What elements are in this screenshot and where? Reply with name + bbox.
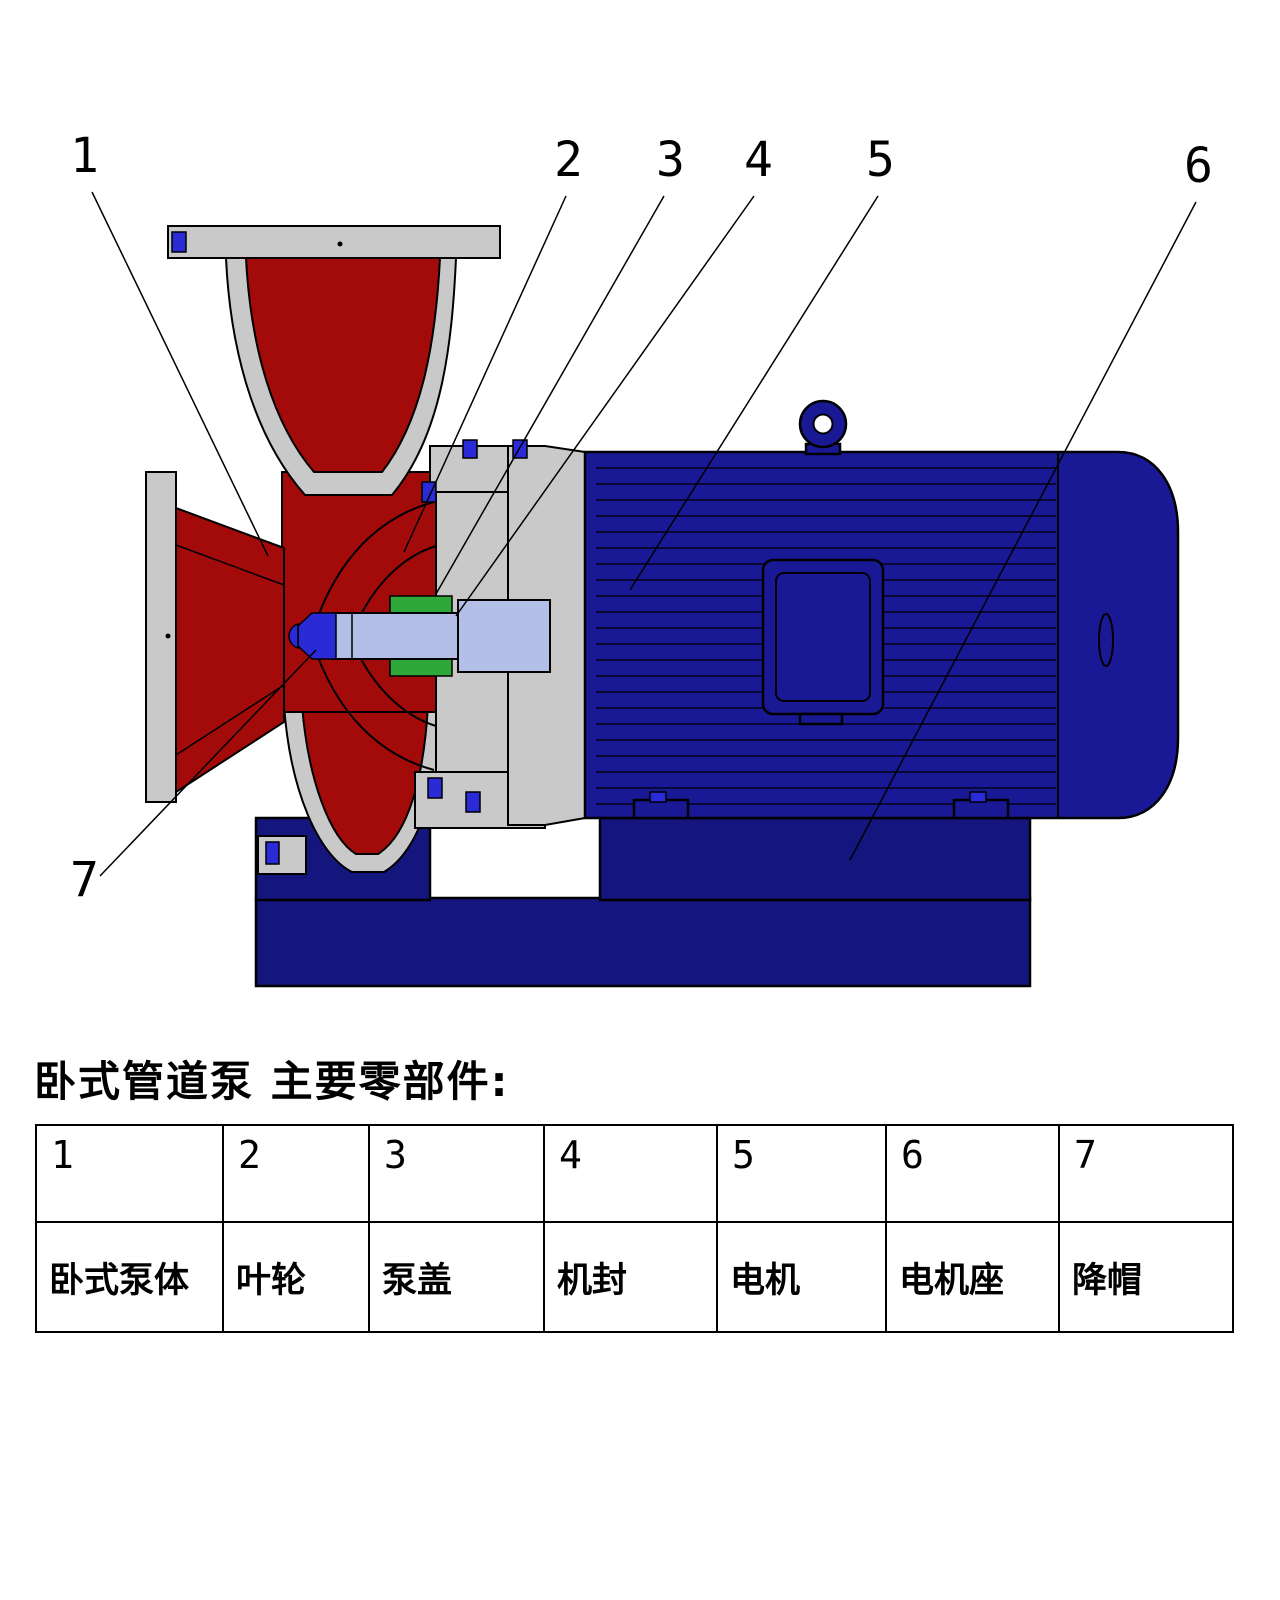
motor bbox=[583, 450, 1180, 820]
table-cell-number-3: 3 bbox=[370, 1126, 545, 1223]
table-cell-number-4: 4 bbox=[545, 1126, 718, 1223]
shaft-cap-nut bbox=[288, 612, 337, 660]
table-cell-name-2: 叶轮 bbox=[224, 1223, 370, 1333]
table-cell-name-7: 降帽 bbox=[1060, 1223, 1234, 1333]
suction-flange bbox=[145, 471, 285, 803]
table-cell-number-5: 5 bbox=[718, 1126, 887, 1223]
pump-body-upper bbox=[167, 225, 501, 496]
callout-3: 3 bbox=[656, 132, 685, 188]
table-cell-number-6: 6 bbox=[887, 1126, 1060, 1223]
callout-5: 5 bbox=[866, 132, 895, 188]
table-cell-name-6: 电机座 bbox=[887, 1223, 1060, 1333]
callout-6: 6 bbox=[1184, 138, 1213, 194]
pump-body-lower bbox=[257, 704, 446, 875]
table-cell-number-1: 1 bbox=[37, 1126, 224, 1223]
table-cell-name-4: 机封 bbox=[545, 1223, 718, 1333]
leader-lines bbox=[91, 191, 1197, 877]
table-cell-name-1: 卧式泵体 bbox=[37, 1223, 224, 1333]
callout-7: 7 bbox=[70, 852, 99, 908]
table-cell-number-7: 7 bbox=[1060, 1126, 1234, 1223]
table-cell-name-5: 电机 bbox=[718, 1223, 887, 1333]
table-cell-name-3: 泵盖 bbox=[370, 1223, 545, 1333]
page-title: 卧式管道泵 主要零部件: bbox=[34, 1057, 510, 1106]
pump-cross-section-diagram bbox=[91, 191, 1197, 988]
cover-bolts bbox=[421, 439, 528, 813]
lifting-eye bbox=[798, 399, 848, 456]
table-cell-number-2: 2 bbox=[224, 1126, 370, 1223]
parts-table: 1 2 3 4 5 6 7 卧式泵体 叶轮 泵盖 机封 电机 电机座 降帽 bbox=[35, 1124, 1234, 1333]
callout-4: 4 bbox=[744, 132, 773, 188]
mechanical-seal bbox=[389, 595, 453, 677]
shaft bbox=[331, 599, 551, 673]
callout-1: 1 bbox=[70, 128, 99, 184]
callout-2: 2 bbox=[554, 132, 583, 188]
